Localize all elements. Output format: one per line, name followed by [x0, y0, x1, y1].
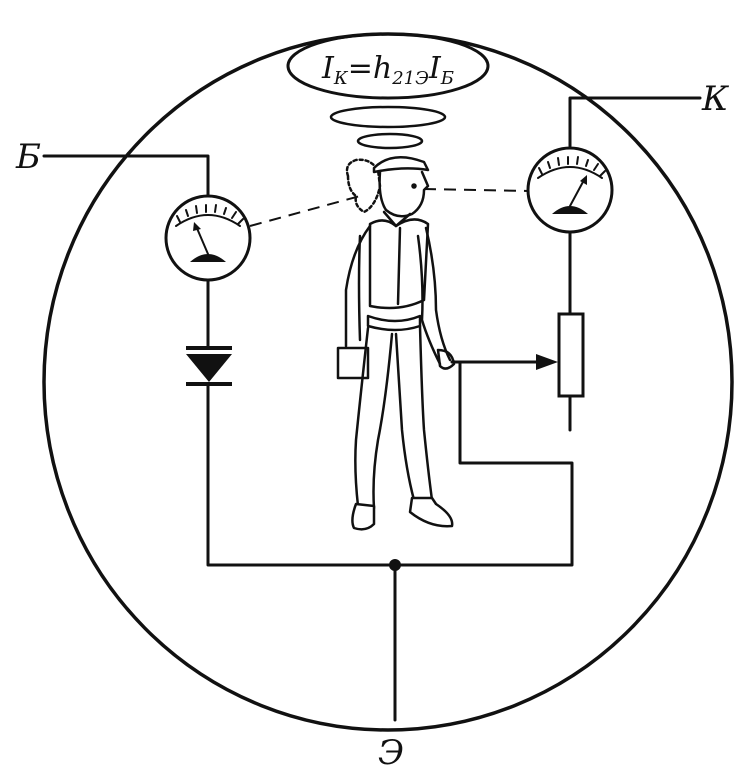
formula-text: IК=h21ЭIБ — [321, 51, 454, 89]
resistor-wiper-arrowhead — [536, 354, 558, 370]
operator-left-shoe — [352, 504, 374, 529]
gaze-line-collector — [424, 189, 528, 191]
formula-coef-symbol: h — [373, 51, 392, 86]
base-label: Б — [15, 137, 41, 177]
operator-shirt-line — [398, 228, 400, 304]
operator-left-arm — [346, 226, 370, 346]
thought-bubble-large — [331, 107, 445, 127]
operator-belt — [368, 316, 420, 330]
base-lead — [44, 156, 208, 195]
formula-bubble: IК=h21ЭIБ — [288, 34, 488, 98]
base-meter-body — [166, 196, 250, 280]
operator-right-shoe — [410, 498, 452, 526]
thought-bubble-small — [358, 134, 422, 148]
diode-triangle — [186, 354, 232, 382]
emitter-label: Э — [378, 733, 404, 772]
emitter-bottom-wire — [208, 362, 572, 565]
operator-head — [380, 172, 428, 216]
operator-cap — [374, 157, 428, 172]
formula-rhs-sub: Б — [440, 68, 454, 89]
base-meter — [166, 196, 250, 280]
operator-right-leg — [396, 326, 432, 500]
gaze-line-base — [250, 196, 360, 226]
formula-coef-sub: 21Э — [391, 68, 429, 89]
formula-equals: = — [348, 51, 373, 86]
formula-lhs-sub: К — [333, 68, 349, 89]
collector-resistor — [559, 314, 583, 396]
operator-hand — [438, 350, 454, 369]
collector-meter — [528, 148, 612, 232]
operator-eye — [413, 185, 416, 188]
collector-label: К — [701, 79, 730, 119]
base-emitter-diode — [186, 348, 232, 384]
operator-figure — [338, 157, 454, 529]
operator-right-arm — [418, 228, 450, 364]
collector-meter-body — [528, 148, 612, 232]
